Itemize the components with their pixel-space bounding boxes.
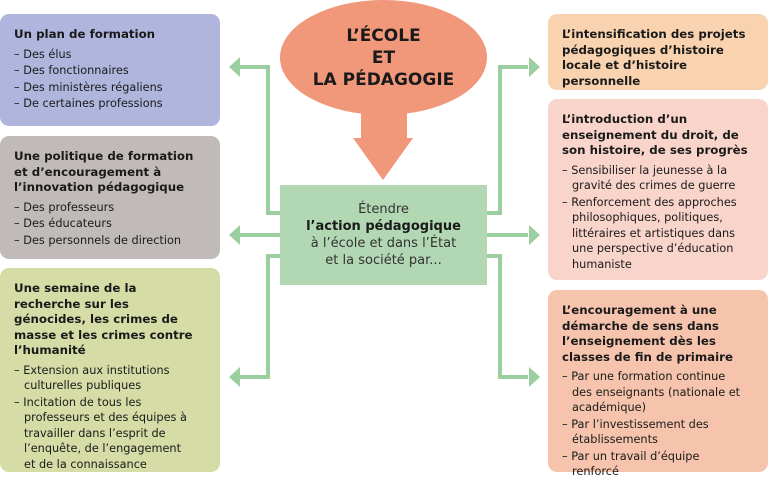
title-line: LA PÉDAGOGIE: [312, 69, 455, 90]
list-item: Par une formation continue des enseignan…: [562, 369, 747, 416]
box-enseignement-droit: L’introduction d’un enseignement du droi…: [548, 99, 768, 280]
title-line: ET: [371, 47, 396, 68]
title-line: L’ÉCOLE: [346, 25, 421, 46]
box-title: L’intensification des projets pédagogiqu…: [562, 27, 746, 88]
center-text: et la société par...: [325, 253, 442, 268]
list-item: Incitation de tous les professeurs et de…: [14, 395, 194, 473]
down-arrow: [353, 110, 413, 180]
list-item: Renforcement des approches philosophique…: [562, 195, 752, 273]
center-text: Étendre: [358, 202, 409, 217]
box-politique-formation: Une politique de formation et d’encourag…: [0, 136, 220, 259]
box-demarche-sens: L’encouragement à une démarche de sens d…: [548, 290, 768, 478]
center-box: Étendre l’action pédagogique à l’école e…: [280, 185, 487, 285]
list-item: Par l’investissement des établissements: [562, 417, 747, 448]
list-item: Des personnels de direction: [14, 233, 208, 249]
box-semaine-recherche: Une semaine de la recherche sur les géno…: [0, 268, 220, 472]
box-title: Une politique de formation et d’encourag…: [14, 149, 194, 194]
box-plan-formation: Un plan de formation Des élusDes fonctio…: [0, 14, 220, 126]
box-title: Une semaine de la recherche sur les géno…: [14, 281, 193, 357]
list-item: Sensibiliser la jeunesse à la gravité de…: [562, 163, 752, 194]
list-item: Extension aux institutions culturelles p…: [14, 363, 194, 394]
box-title: L’introduction d’un enseignement du droi…: [562, 112, 748, 157]
center-bold-text: l’action pédagogique: [306, 219, 461, 234]
box-projets-histoire: L’intensification des projets pédagogiqu…: [548, 14, 768, 90]
list-item: Des élus: [14, 47, 208, 63]
list-item: Des professeurs: [14, 200, 208, 216]
list-item: Des éducateurs: [14, 216, 208, 232]
title-ellipse: L’ÉCOLE ET LA PÉDAGOGIE: [280, 0, 487, 115]
box-title: L’encouragement à une démarche de sens d…: [562, 303, 733, 364]
center-text: à l’école et dans l’État: [310, 236, 457, 251]
list-item: De certaines professions: [14, 96, 208, 112]
list-item: Des ministères régaliens: [14, 80, 208, 96]
list-item: Des fonctionnaires: [14, 63, 208, 79]
box-title: Un plan de formation: [14, 27, 156, 41]
